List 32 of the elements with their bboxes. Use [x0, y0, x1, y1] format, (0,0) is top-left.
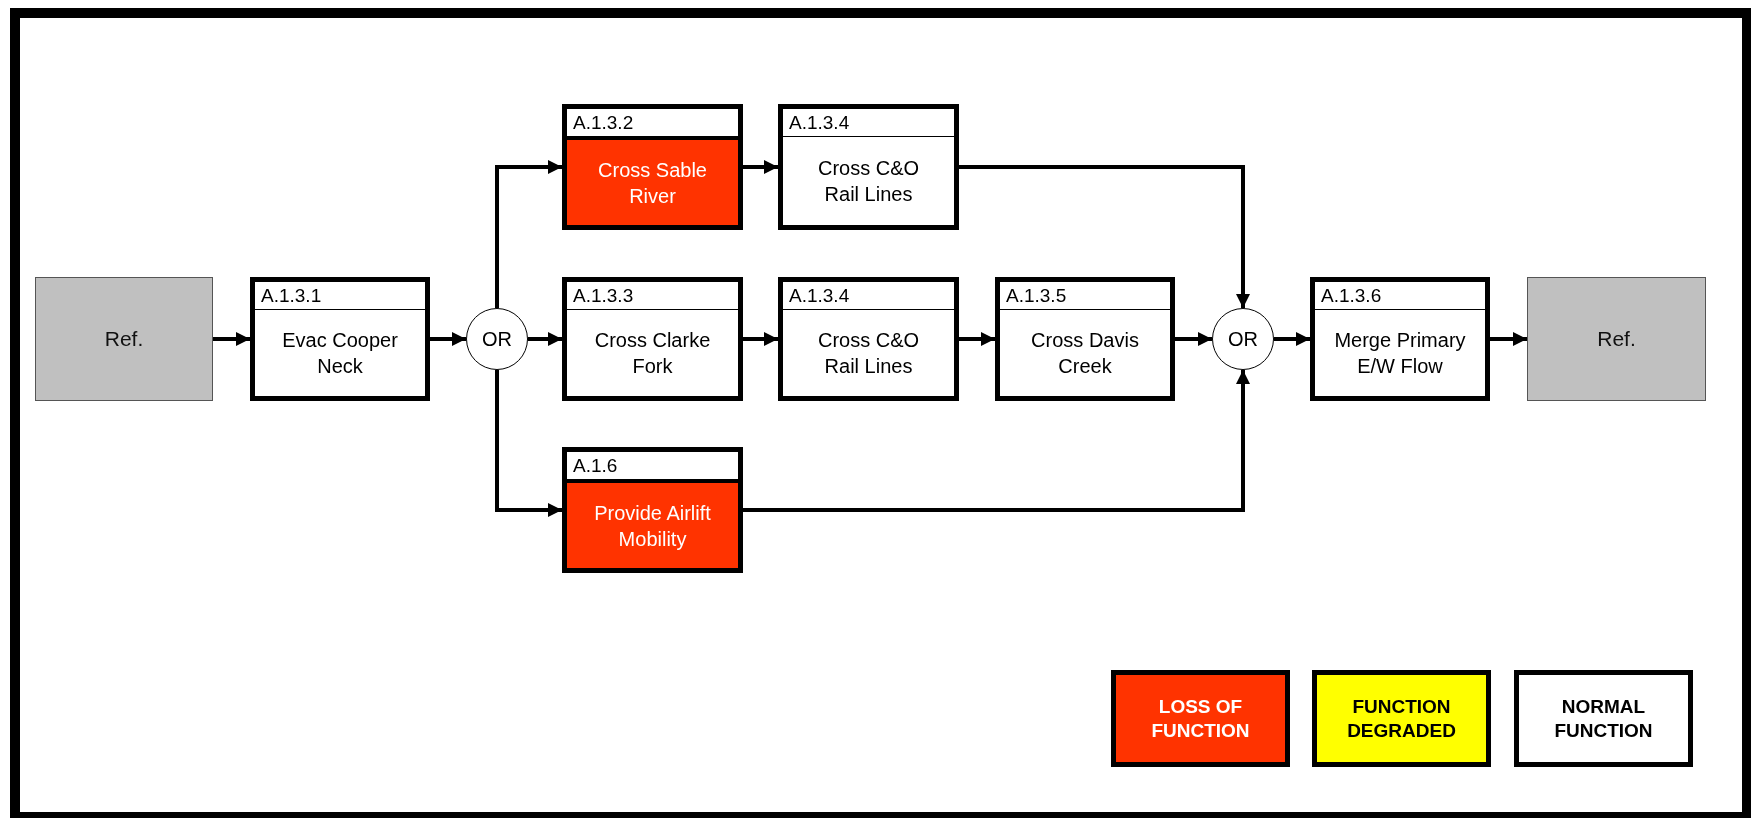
- function-box: [562, 104, 743, 230]
- reference-label: Ref.: [104, 327, 144, 351]
- reference-box: [1527, 277, 1706, 401]
- reference-box: [35, 277, 213, 401]
- function-box: [778, 277, 959, 401]
- function-box: [995, 277, 1175, 401]
- gate-label: OR: [482, 327, 512, 351]
- function-label: Provide Airlift Mobility: [567, 483, 738, 568]
- function-box: [562, 277, 743, 401]
- arrow: [1274, 332, 1310, 346]
- arrow: [495, 370, 562, 517]
- arrow: [1175, 332, 1212, 346]
- arrow: [743, 370, 1250, 512]
- arrow: [959, 165, 1250, 308]
- arrow: [495, 160, 562, 308]
- arrow: [213, 332, 250, 346]
- function-label: Cross Sable River: [567, 140, 738, 225]
- function-box: [562, 447, 743, 573]
- arrow: [959, 332, 995, 346]
- function-box: [1310, 277, 1490, 401]
- arrow: [743, 160, 778, 174]
- gate-label: OR: [1228, 327, 1258, 351]
- function-box: [250, 277, 430, 401]
- function-box: [778, 104, 959, 230]
- legend-label: FUNCTION DEGRADED: [1347, 694, 1456, 743]
- arrow: [743, 332, 778, 346]
- reference-label: Ref.: [1597, 327, 1636, 351]
- arrow: [528, 332, 562, 346]
- arrow: [430, 332, 466, 346]
- legend-label: LOSS OF FUNCTION: [1151, 694, 1250, 743]
- legend-label: NORMAL FUNCTION: [1554, 694, 1653, 743]
- arrow: [1490, 332, 1527, 346]
